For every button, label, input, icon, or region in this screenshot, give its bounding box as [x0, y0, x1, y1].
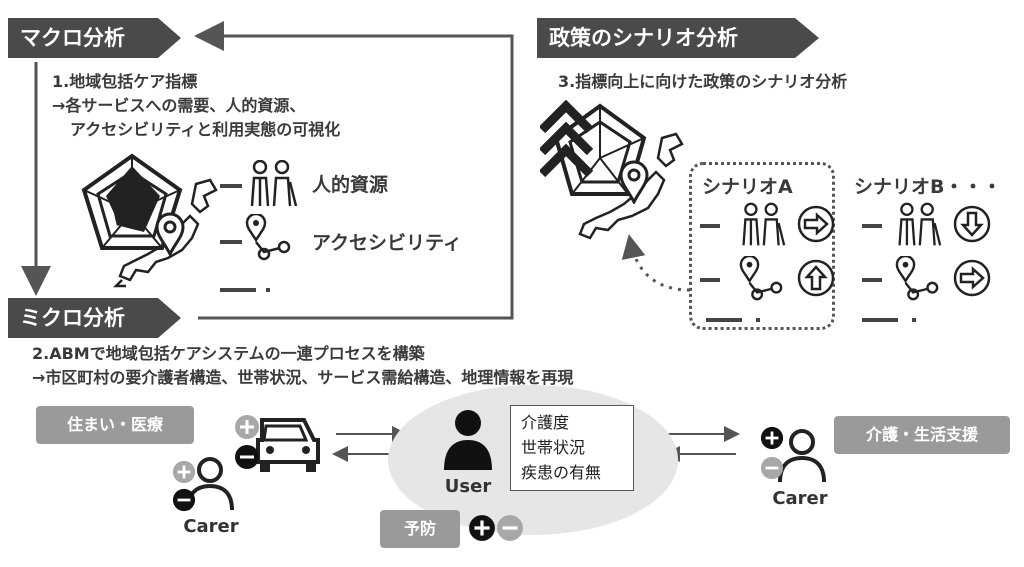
radar-chart-icon — [81, 153, 183, 250]
map-pin-icon — [155, 212, 185, 256]
user-attributes-box: 介護度 世帯状況 疾患の有無 — [510, 405, 634, 491]
route-icon — [245, 214, 291, 261]
route-icon — [895, 256, 939, 301]
bullet-dash — [220, 184, 242, 188]
bullet-dash — [862, 278, 882, 282]
scenario-analysis-banner: 政策のシナリオ分析 — [537, 18, 819, 58]
attr-care-level: 介護度 — [521, 413, 570, 432]
loop-back-arrow — [194, 21, 514, 320]
elderly-couple-icon — [742, 202, 786, 246]
plus-icon — [172, 460, 196, 484]
micro-analysis-banner: ミクロ分析 — [8, 298, 181, 338]
car-icon — [256, 418, 320, 472]
human-resources-label: 人的資源 — [312, 174, 389, 196]
arrow-right-circle-icon — [953, 259, 991, 297]
minus-icon — [497, 515, 523, 541]
bullet-dash — [220, 288, 256, 292]
bullet-dash — [862, 224, 882, 228]
minus-icon — [760, 456, 784, 480]
macro-line-1: 1.地域包括ケア指標 — [52, 72, 198, 91]
housing-medical-label: 住まい・医療 — [36, 406, 194, 444]
attr-disease: 疾患の有無 — [521, 463, 602, 482]
elderly-couple-icon — [898, 202, 942, 246]
scenario-a-label: シナリオA — [702, 176, 793, 198]
prevention-label: 予防 — [380, 510, 460, 548]
bullet-dot — [266, 288, 270, 292]
scenario-line-1: 3.指標向上に向けた政策のシナリオ分析 — [558, 72, 848, 91]
plus-icon — [235, 415, 259, 439]
care-support-label: 介護・生活支援 — [834, 416, 1010, 454]
carer-label-right: Carer — [772, 488, 828, 509]
minus-icon — [235, 445, 259, 469]
bullet-dash — [700, 278, 720, 282]
user-person-icon — [444, 410, 492, 470]
bullet-dot — [912, 318, 916, 322]
dotted-feedback-arrow — [621, 234, 691, 292]
scenario-a-box — [689, 162, 835, 330]
bullet-dash — [220, 240, 242, 244]
japan-map-icon — [578, 132, 684, 240]
attr-household: 世帯状況 — [521, 438, 586, 457]
accessibility-label: アクセシビリティ — [312, 232, 462, 254]
micro-line-1: 2.ABMで地域包括ケアシステムの一連プロセスを構築 — [32, 344, 425, 363]
elderly-couple-icon — [250, 160, 298, 207]
bullet-dash — [700, 224, 720, 228]
macro-line-2: →各サービスへの需要、人的資源、 — [52, 96, 306, 115]
user-label: User — [444, 476, 492, 497]
improved-radar-chart-icon — [540, 100, 647, 196]
plus-icon — [469, 515, 495, 541]
macro-analysis-banner: マクロ分析 — [8, 18, 181, 58]
bullet-dot — [756, 318, 760, 322]
arrow-down-circle-icon — [953, 205, 991, 243]
map-pin-icon — [619, 160, 649, 204]
arrow-up-circle-icon — [797, 259, 835, 297]
micro-line-2: →市区町村の要介護者構造、世帯状況、サービス需給構造、地理情報を再現 — [32, 368, 574, 387]
arrow-right-circle-icon — [797, 205, 835, 243]
scenario-b-label: シナリオB・・・ — [854, 176, 1002, 198]
bullet-dash — [706, 318, 742, 322]
bullet-dash — [862, 318, 898, 322]
plus-icon — [760, 426, 784, 450]
minus-icon — [172, 488, 196, 512]
carer-label-left: Carer — [183, 516, 239, 537]
macro-line-3: アクセシビリティと利用実態の可視化 — [70, 120, 341, 139]
route-icon — [739, 256, 783, 301]
